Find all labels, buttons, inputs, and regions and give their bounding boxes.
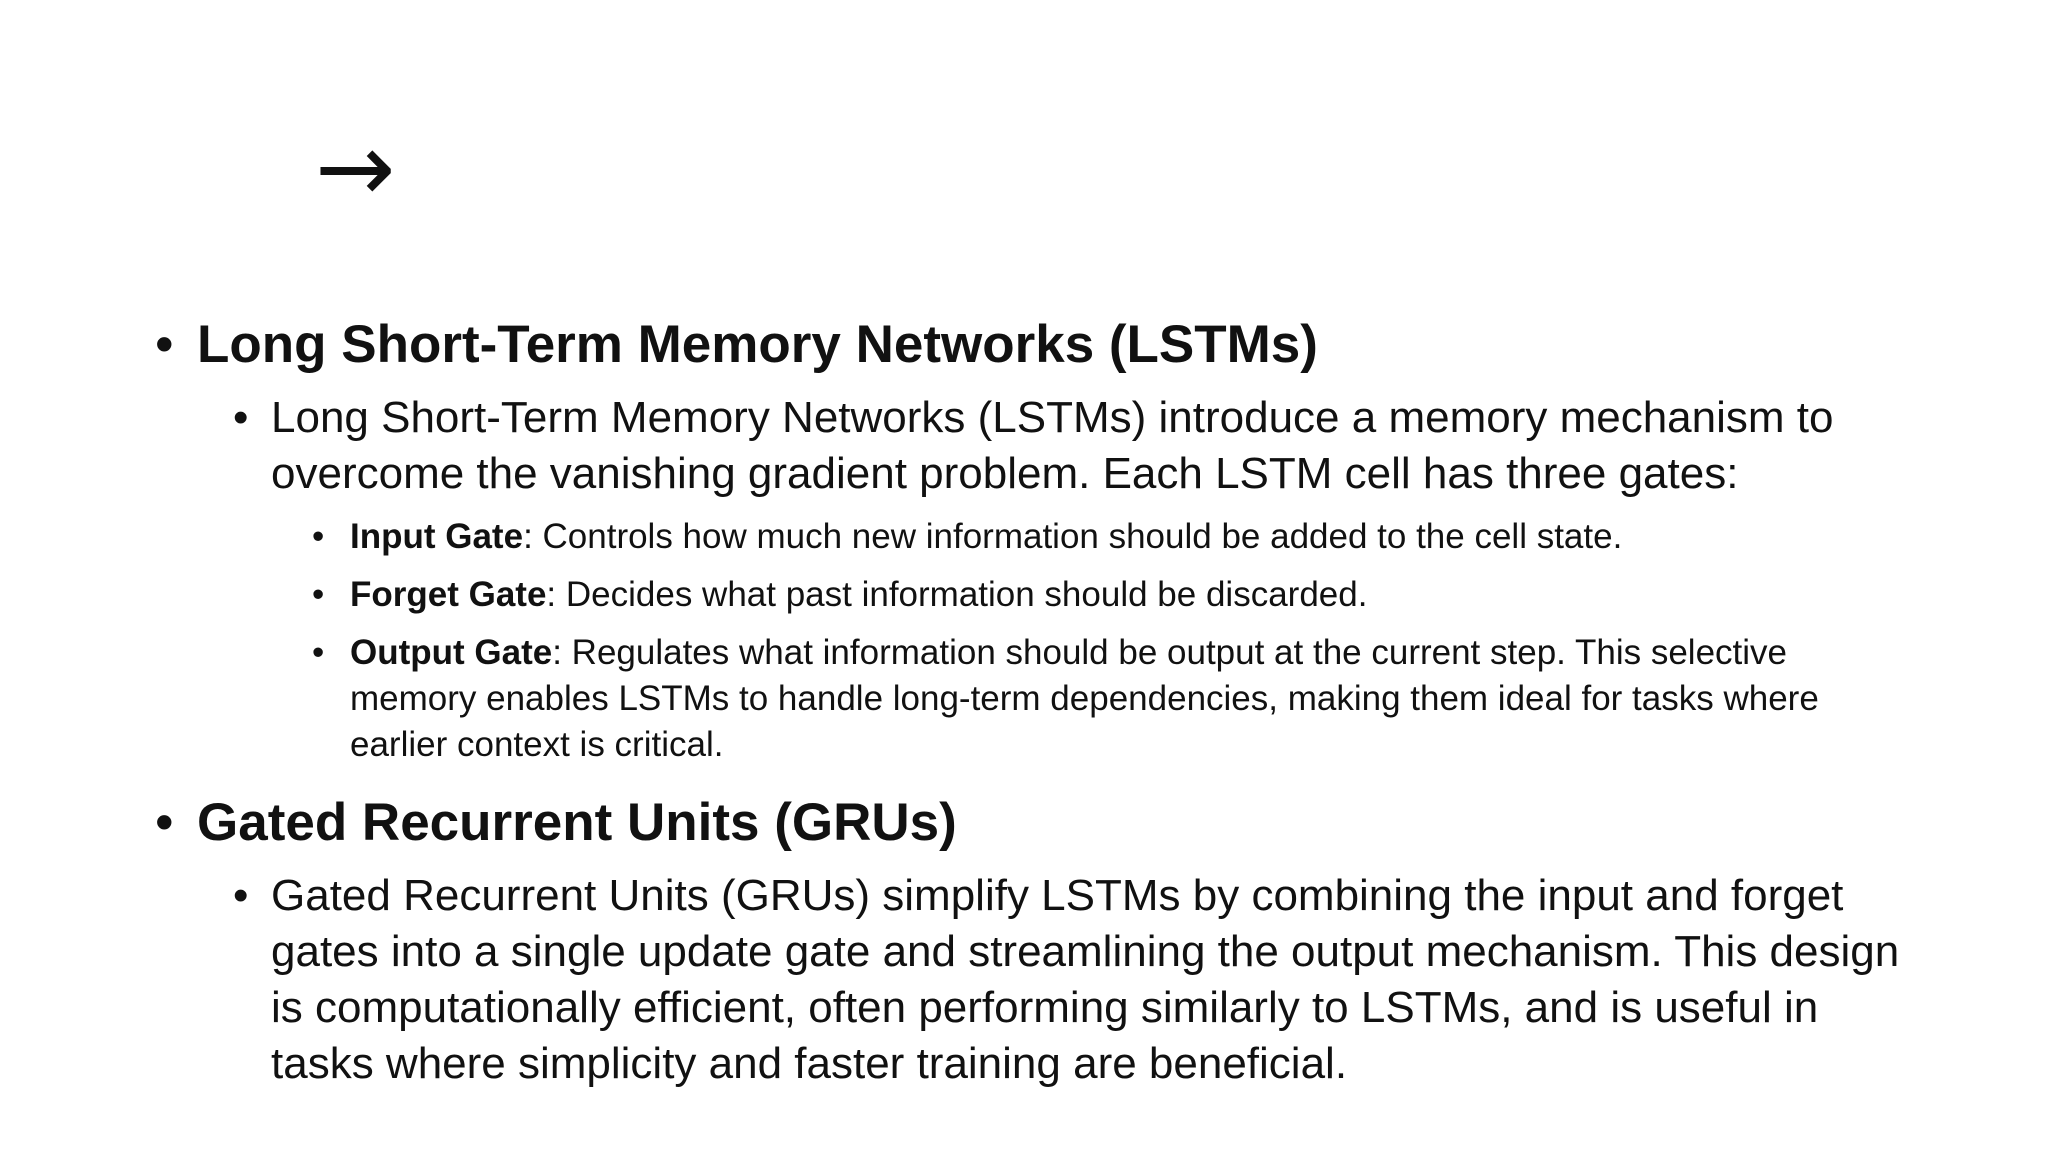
lstm-heading-text: Long Short-Term Memory Networks (LSTMs) <box>197 315 1318 374</box>
arrow-icon: → <box>315 112 396 224</box>
gru-heading: • Gated Recurrent Units (GRUs) <box>155 790 1915 856</box>
gru-description: • Gated Recurrent Units (GRUs) simplify … <box>233 868 1911 1092</box>
bullet-icon: • <box>312 633 325 672</box>
input-gate-name: Input Gate <box>350 517 524 556</box>
output-gate-item: • Output Gate: Regulates what informatio… <box>312 630 1910 768</box>
input-gate-item: • Input Gate: Controls how much new info… <box>312 514 1910 560</box>
bullet-icon: • <box>233 393 249 442</box>
bullet-icon: • <box>312 517 325 556</box>
forget-gate-item: • Forget Gate: Decides what past informa… <box>312 572 1910 618</box>
slide-body: • Long Short-Term Memory Networks (LSTMs… <box>155 312 1915 1092</box>
bullet-icon: • <box>233 871 249 920</box>
bullet-icon: • <box>155 793 174 852</box>
lstm-description: • Long Short-Term Memory Networks (LSTMs… <box>233 390 1911 502</box>
bullet-icon: • <box>312 575 325 614</box>
forget-gate-text: : Decides what past information should b… <box>546 575 1368 614</box>
output-gate-text: : Regulates what information should be o… <box>350 633 1819 764</box>
forget-gate-name: Forget Gate <box>350 575 547 614</box>
bullet-icon: • <box>155 315 174 374</box>
lstm-description-text: Long Short-Term Memory Networks (LSTMs) … <box>271 393 1834 498</box>
gru-heading-text: Gated Recurrent Units (GRUs) <box>197 793 957 852</box>
input-gate-text: : Controls how much new information shou… <box>523 517 1623 556</box>
lstm-heading: • Long Short-Term Memory Networks (LSTMs… <box>155 312 1915 378</box>
gru-description-text: Gated Recurrent Units (GRUs) simplify LS… <box>271 871 1900 1088</box>
output-gate-name: Output Gate <box>350 633 553 672</box>
